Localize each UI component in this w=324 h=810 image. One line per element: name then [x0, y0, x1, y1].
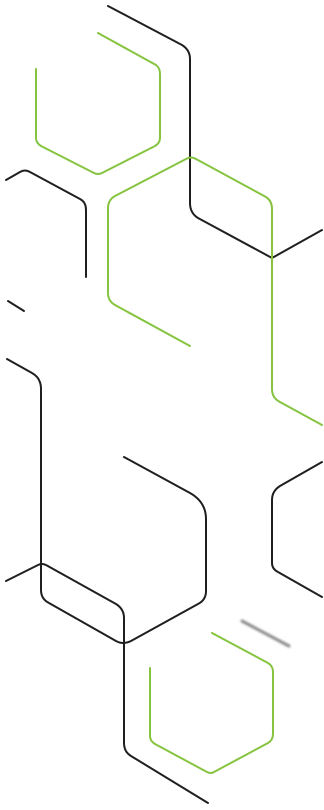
green-hexagon-bottom: [149, 632, 274, 774]
dark-path-upper-left: [5, 169, 87, 278]
dark-path-left-tick: [7, 300, 25, 312]
green-hexagon-middle: [107, 156, 323, 426]
green-hexagon-top: [35, 32, 161, 175]
dark-path-bottom: [5, 563, 209, 804]
dark-path-middle: [6, 358, 207, 644]
dark-path-right-segment: [271, 461, 323, 598]
dark-path-top: [107, 5, 323, 259]
blurred-dark-segment: [240, 619, 291, 648]
